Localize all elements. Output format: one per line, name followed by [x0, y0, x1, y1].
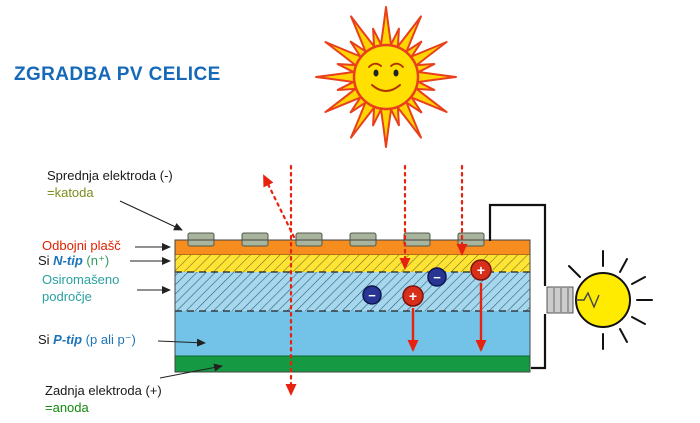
bulb-socket — [546, 286, 574, 314]
depletion-text-line2: področje — [42, 289, 92, 304]
label-back-electrode: Zadnja elektroda (+) =anoda — [45, 382, 162, 416]
n-layer-hatch — [175, 255, 530, 272]
back-electrode-layer — [174, 355, 531, 373]
p-layer — [175, 311, 530, 356]
label-front-electrode: Sprednja elektroda (-) =katoda — [47, 167, 173, 201]
electron: − — [427, 267, 447, 287]
sun-body — [352, 43, 420, 111]
n-layer-name: N-tip — [53, 253, 83, 268]
label-reflective-coating: Odbojni plašč — [42, 238, 121, 253]
p-layer-name: P-tip — [53, 332, 83, 347]
page-title: ZGRADBA PV CELICE — [14, 64, 221, 85]
hole: + — [402, 285, 424, 307]
label-p-layer: Si P-tip (p ali p⁻) — [38, 331, 136, 348]
sun-face — [368, 62, 404, 92]
light-bulb — [546, 250, 653, 350]
p-layer-si: Si — [38, 332, 54, 347]
pv-cell — [174, 232, 531, 373]
circuit-wire-bottom — [531, 314, 547, 370]
svg-text:−: − — [368, 288, 376, 303]
electron: − — [362, 285, 382, 305]
photon-rays — [262, 164, 468, 396]
hole: + — [470, 259, 492, 281]
cell-outline — [174, 239, 531, 373]
n-layer-si: Si — [38, 253, 54, 268]
charge-carriers: − − + + — [362, 259, 492, 307]
circuit-wire — [488, 203, 547, 370]
bulb-filament — [576, 291, 600, 309]
label-depletion-region: Osiromašeno področje — [42, 271, 119, 305]
svg-text:−: − — [433, 270, 441, 285]
label-n-layer: Si N-tip (n⁺) — [38, 252, 109, 269]
leader-back-electrode — [159, 363, 223, 379]
svg-text:+: + — [477, 262, 485, 278]
bulb-rays — [568, 250, 653, 350]
hole-drift-arrows — [407, 283, 487, 352]
leader-arrows — [119, 200, 223, 379]
svg-text:+: + — [409, 288, 417, 304]
front-electrode-text: Sprednja elektroda (-) — [47, 168, 173, 183]
p-layer-doping: (p ali p⁻) — [82, 332, 136, 347]
cathode-text: =katoda — [47, 185, 94, 200]
circuit-wire-top — [488, 203, 547, 286]
leader-front-electrode — [119, 200, 183, 231]
depletion-layer-hatch — [175, 272, 530, 311]
back-electrode-text: Zadnja elektroda (+) — [45, 383, 162, 398]
n-layer-doping: (n⁺) — [82, 253, 110, 268]
leader-p-layer — [157, 338, 206, 347]
depletion-text-line1: Osiromašeno — [42, 272, 120, 287]
photon-ray-reflected — [262, 174, 296, 239]
anode-text: =anoda — [45, 400, 89, 415]
sun — [315, 6, 457, 148]
